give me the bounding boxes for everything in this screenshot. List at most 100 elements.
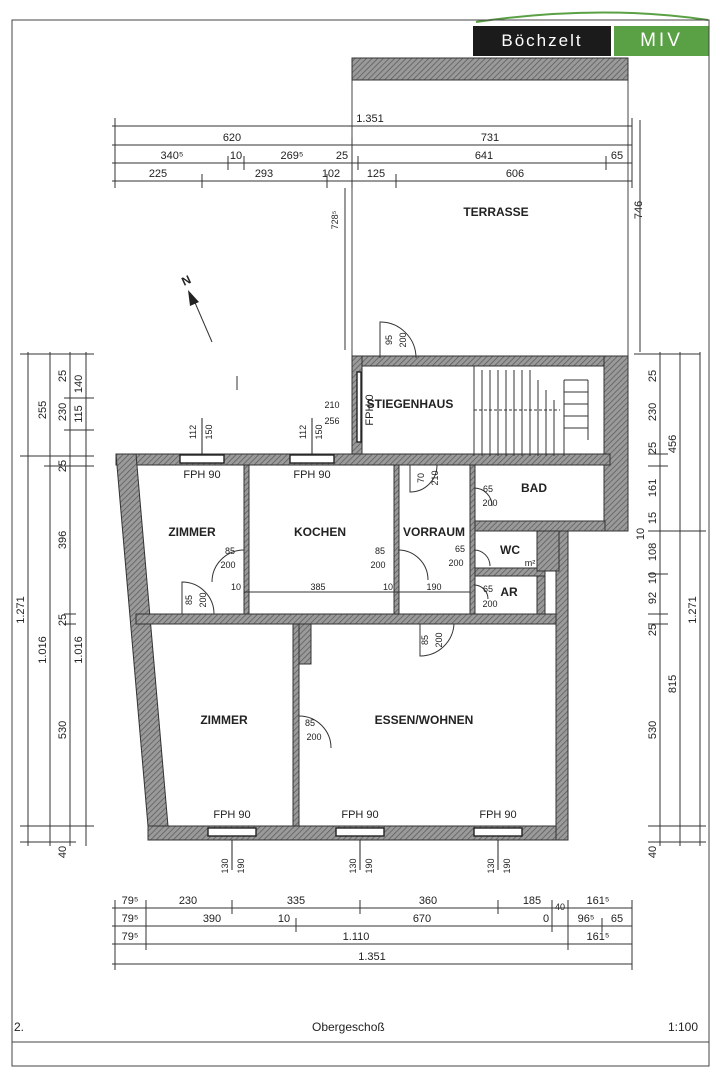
room-label-kochen: KOCHEN [294, 525, 346, 539]
room-label-essen-wohnen: ESSEN/WOHNEN [375, 713, 474, 727]
dim-label: 225 [149, 168, 167, 180]
dim-label: 125 [367, 168, 385, 180]
dim-label: 1.016 [73, 636, 85, 664]
dim-label: 161⁵ [587, 895, 610, 907]
dim-label: 620 [223, 132, 241, 144]
dim-label: 190 [426, 582, 441, 592]
dim-label: 530 [57, 721, 69, 739]
dim-label: 130 [220, 858, 230, 873]
dim-label: 10 [383, 582, 393, 592]
right-dimension-lines [634, 120, 706, 846]
dim-label: 40 [647, 846, 659, 858]
window-label: FPH 90 [341, 809, 378, 821]
room-label-zimmer-1: ZIMMER [168, 525, 216, 539]
room-label-stiegenhaus: STIEGENHAUS [367, 397, 454, 411]
dim-label: 79⁵ [122, 913, 139, 925]
window-labels: FPH 90 FPH 90 FPH 90 FPH 90 FPH 90 FPH 0 [183, 394, 516, 821]
dim-label: 0 [543, 913, 549, 925]
footer: 2. Obergeschoß 1:100 [0, 1012, 718, 1042]
window-label: FPH 90 [213, 809, 250, 821]
room-label-ar: AR [500, 585, 518, 599]
dim-label: 130 [348, 858, 358, 873]
dim-label: 10 [635, 528, 647, 540]
logo-brand-suffix: MIV [611, 26, 709, 56]
dim-label: 140 [73, 375, 85, 393]
dim-label: 65 [611, 913, 623, 925]
dim-label: 79⁵ [122, 931, 139, 943]
top-dimension-labels: 1.351 620 731 340⁵ 10 269⁵ 25 641 65 225… [149, 113, 645, 229]
dim-label: 79⁵ [122, 895, 139, 907]
dim-label: 65 [483, 484, 493, 494]
dim-label: 200 [482, 599, 497, 609]
dim-label: 1.016 [37, 636, 49, 664]
dim-label: 200 [448, 558, 463, 568]
dim-label: 40 [57, 846, 69, 858]
dim-label: 25 [647, 624, 659, 636]
north-arrow-label: N [179, 272, 193, 288]
dim-label: 641 [475, 150, 493, 162]
doors [181, 321, 493, 749]
room-label-zimmer-2: ZIMMER [200, 713, 248, 727]
dim-label: 728⁵ [330, 210, 340, 229]
dim-label: 65 [611, 150, 623, 162]
dim-label: 360 [419, 895, 437, 907]
dim-label: 1.110 [343, 931, 370, 943]
dim-label: 200 [306, 732, 321, 742]
dim-label: 210 [324, 400, 339, 410]
dim-label: 256 [324, 416, 339, 426]
room-labels: ZIMMER KOCHEN VORRAUM STIEGENHAUS BAD WC… [168, 397, 547, 727]
north-arrow: N [179, 272, 213, 343]
dim-label: 92 [647, 592, 659, 604]
dim-label: 670 [413, 913, 431, 925]
room-label-wc: WC [500, 543, 520, 557]
dim-label: 96⁵ [578, 913, 595, 925]
window-label: FPH 0 [364, 394, 376, 425]
staircase [473, 366, 589, 456]
dim-label: 335 [287, 895, 305, 907]
dim-label: 95 [384, 335, 394, 345]
dim-label: 112 [298, 425, 308, 439]
dim-label: 161⁵ [587, 931, 610, 943]
dim-label: 130 [486, 858, 496, 873]
logo: Böchzelt MIV [473, 26, 709, 56]
dim-label: 115 [73, 405, 85, 423]
dim-label: 25 [647, 370, 659, 382]
dim-label: 1.351 [356, 113, 384, 125]
dim-label: 230 [179, 895, 197, 907]
dim-label: 200 [482, 498, 497, 508]
window-markers [201, 418, 499, 870]
dim-label: 200 [220, 560, 235, 570]
room-label-terrasse: TERRASSE [463, 205, 528, 219]
terrace-wall [351, 57, 629, 81]
dim-label: 210 [430, 470, 440, 485]
dim-label: 731 [481, 132, 499, 144]
dim-label: 85 [184, 595, 194, 605]
page-frame [11, 19, 710, 1067]
dim-label: 200 [198, 592, 208, 607]
dim-label: 10 [231, 582, 241, 592]
dim-label: 390 [203, 913, 221, 925]
room-label-vorraum: VORRAUM [403, 525, 465, 539]
right-dimension-labels: 1.271 456 815 25 230 25 161 15 108 10 92… [635, 370, 699, 858]
dim-label: 150 [314, 424, 324, 439]
dim-label: 293 [255, 168, 273, 180]
dim-label: 85 [375, 546, 385, 556]
dim-label: 530 [647, 721, 659, 739]
dim-label: 255 [37, 401, 49, 419]
inner-dimension-labels: 112 150 112 150 210 256 95 200 70 210 65… [184, 332, 535, 873]
dim-label: 161 [647, 479, 659, 497]
window-label: FPH 90 [479, 809, 516, 821]
dim-label: 25 [57, 614, 69, 626]
logo-brand-name: Böchzelt [473, 26, 611, 56]
dim-label: 190 [236, 858, 246, 873]
dim-label: 200 [434, 632, 444, 647]
dim-label: 200 [370, 560, 385, 570]
bottom-dimension-labels: 79⁵ 230 335 360 185 40 161⁵ 79⁵ 390 10 6… [122, 895, 624, 963]
dim-label: 200 [398, 332, 408, 347]
dim-label: 269⁵ [281, 150, 304, 162]
dim-label: 85 [225, 546, 235, 556]
area-unit: m² [525, 558, 536, 568]
dim-label: 230 [647, 403, 659, 421]
